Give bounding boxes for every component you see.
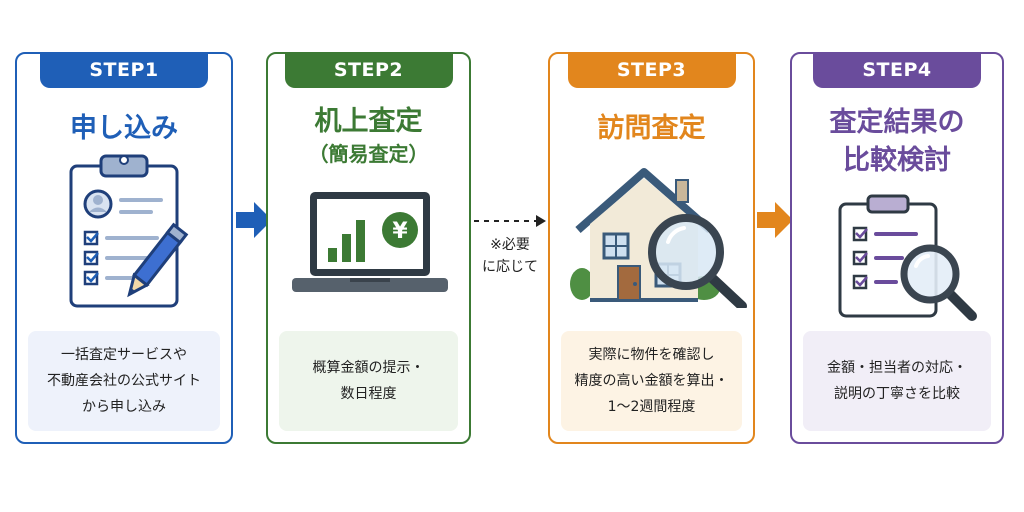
step3-tab: STEP3 <box>567 52 736 88</box>
step2-card: STEP2 机上査定 （簡易査定） ¥ 概算金額の提示・ 数日程度 <box>266 52 471 444</box>
step3-title: 訪問査定 <box>597 113 706 144</box>
step1-title: 申し込み <box>70 113 178 144</box>
house-magnifier-icon <box>570 168 747 308</box>
step3-card: STEP3 訪問査定 実際に物件を確認し 精度の高い金額を算出・ 1〜2週間程度 <box>548 52 755 444</box>
step4-tab: STEP4 <box>813 52 981 88</box>
step3-description: 実際に物件を確認し 精度の高い金額を算出・ 1〜2週間程度 <box>561 331 742 431</box>
step2-description: 概算金額の提示・ 数日程度 <box>279 331 458 431</box>
checklist-magnifier-icon <box>838 194 977 321</box>
step1-tab: STEP1 <box>40 52 208 88</box>
step4-description: 金額・担当者の対応・ 説明の丁寧さを比較 <box>803 331 991 431</box>
step4-title: 査定結果の 比較検討 <box>829 107 965 176</box>
step2-tab: STEP2 <box>284 52 453 88</box>
arrow-right-icon <box>236 202 272 238</box>
arrow-right-icon <box>757 202 793 238</box>
dashed-arrow-right-icon <box>474 215 546 227</box>
laptop-chart-yen-icon: ¥ <box>292 192 448 292</box>
step1-description: 一括査定サービスや 不動産会社の公式サイト から申し込み <box>28 331 220 431</box>
step2-title: 机上査定 （簡易査定） <box>308 106 429 166</box>
step4-card: STEP4 査定結果の 比較検討 金額・担当者の対応・ 説明の丁寧さを比較 <box>790 52 1004 444</box>
clipboard-form-pencil-icon <box>69 154 189 308</box>
svg-text:¥: ¥ <box>392 219 408 244</box>
connector-note: ※必要 に応じて <box>482 237 538 275</box>
step1-card: STEP1 申し込み 一括査定サービスや 不動産会社の公式サイト から申し込み <box>15 52 233 444</box>
